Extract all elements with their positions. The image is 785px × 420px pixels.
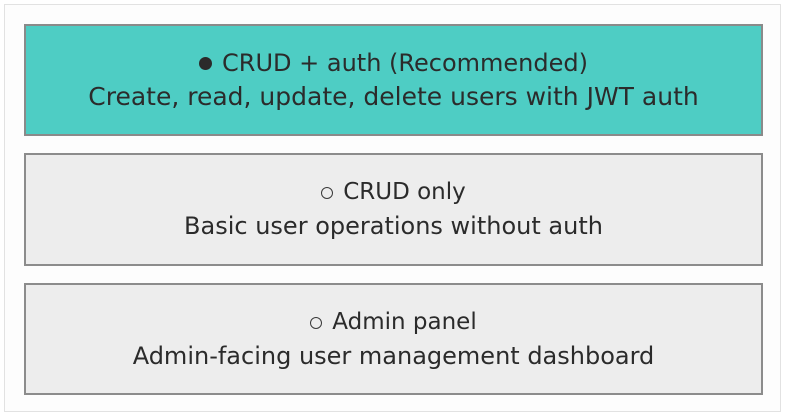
- option-title-label: CRUD + auth (Recommended): [222, 48, 588, 77]
- option-description-label: Admin-facing user management dashboard: [132, 341, 655, 370]
- option-title-row: CRUD only: [321, 177, 466, 207]
- hollow-radio-circle-icon[interactable]: [321, 187, 334, 199]
- option-title-row: Admin panel: [310, 307, 477, 337]
- option-list-panel: CRUD + auth (Recommended) Create, read, …: [4, 4, 781, 412]
- option-card-crud-only[interactable]: CRUD only Basic user operations without …: [24, 153, 763, 266]
- option-title-label: CRUD only: [343, 179, 466, 205]
- option-description-label: Create, read, update, delete users with …: [88, 81, 699, 111]
- option-card-crud-auth[interactable]: CRUD + auth (Recommended) Create, read, …: [24, 24, 763, 136]
- option-title-row: CRUD + auth (Recommended): [199, 48, 588, 78]
- hollow-radio-circle-icon[interactable]: [310, 316, 323, 329]
- option-card-admin-panel[interactable]: Admin panel Admin-facing user management…: [24, 283, 763, 395]
- filled-radio-bullet-icon[interactable]: [199, 57, 213, 70]
- option-title-label: Admin panel: [332, 308, 477, 335]
- option-description-label: Basic user operations without auth: [184, 212, 603, 240]
